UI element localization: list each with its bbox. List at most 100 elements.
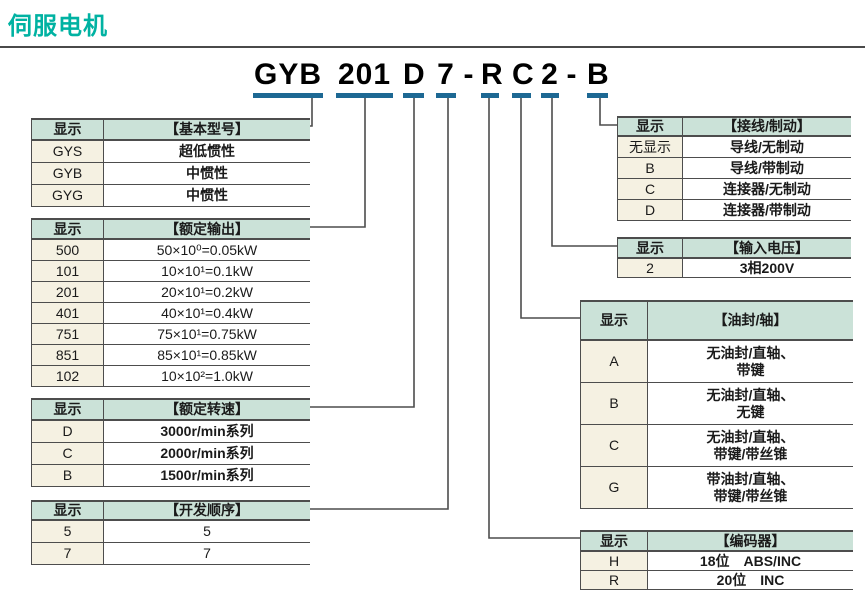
code-cell: GYB bbox=[31, 163, 104, 184]
table-display-header: 显示 bbox=[31, 220, 104, 238]
table-input-voltage: 显示【输入电压】2 3相200V bbox=[617, 237, 851, 278]
table-title: 【输入电压】 bbox=[725, 239, 809, 256]
model-segment-text: 2 bbox=[541, 58, 559, 91]
table-row: GYB 中惯性 bbox=[31, 163, 310, 185]
model-segment-text: 7 bbox=[437, 58, 455, 91]
table-row: 102 10×10²=1.0kW bbox=[31, 366, 310, 387]
segment-underline bbox=[436, 93, 456, 98]
table-display-header: 显示 bbox=[580, 532, 648, 550]
description-cell: 7 bbox=[203, 545, 211, 562]
model-segment-hyphen: - bbox=[565, 60, 579, 98]
code-cell: 500 bbox=[31, 240, 104, 260]
page-title: 伺服电机 bbox=[8, 13, 108, 40]
connector-line-devseq bbox=[310, 98, 449, 510]
model-segment-text: C bbox=[512, 58, 535, 91]
segment-underline bbox=[587, 93, 608, 98]
model-segment-text: D bbox=[403, 58, 426, 91]
description-cell: 50×10⁰=0.05kW bbox=[156, 241, 258, 258]
table-row: R 20位 INC bbox=[580, 571, 853, 590]
code-cell: 7 bbox=[31, 543, 104, 564]
connector-line-voltage bbox=[551, 98, 618, 247]
connector-line-wiring bbox=[599, 98, 618, 126]
description-cell: 10×10²=1.0kW bbox=[161, 367, 253, 384]
table-display-header: 显示 bbox=[617, 118, 683, 135]
model-segment-text: - bbox=[566, 58, 578, 91]
model-segment-text: B bbox=[587, 58, 610, 91]
code-cell: 101 bbox=[31, 261, 104, 281]
table-row: 401 40×10¹=0.4kW bbox=[31, 303, 310, 324]
model-segment-wiring: B bbox=[587, 58, 610, 98]
connector-line-output bbox=[310, 98, 366, 228]
code-cell: R bbox=[580, 571, 648, 589]
code-cell: B bbox=[617, 158, 683, 178]
description-cell: 40×10¹=0.4kW bbox=[161, 304, 253, 321]
description-cell: 18位 ABS/INC bbox=[699, 552, 802, 569]
table-row: B 导线/带制动 bbox=[617, 158, 851, 179]
description-cell: 3相200V bbox=[739, 259, 795, 276]
code-cell: D bbox=[617, 200, 683, 220]
description-cell: 带油封/直轴、 带键/带丝锥 bbox=[706, 470, 795, 504]
description-cell: 超低惯性 bbox=[179, 143, 235, 160]
table-header-row: 显示【接线/制动】 bbox=[617, 118, 851, 137]
description-cell: 中惯性 bbox=[186, 187, 228, 204]
description-cell: 3000r/min系列 bbox=[160, 423, 254, 440]
description-cell: 中惯性 bbox=[186, 165, 228, 182]
code-cell: 851 bbox=[31, 345, 104, 365]
table-title: 【编码器】 bbox=[715, 532, 786, 549]
model-segment-devseq: 7 bbox=[436, 60, 456, 98]
table-header-row: 显示【输入电压】 bbox=[617, 239, 851, 259]
description-cell: 无油封/直轴、 无键 bbox=[706, 386, 795, 420]
description-cell: 5 bbox=[203, 523, 211, 540]
model-segment-output: 201 bbox=[336, 60, 393, 98]
code-cell: C bbox=[31, 443, 104, 464]
table-row: B 无油封/直轴、 无键 bbox=[580, 383, 853, 425]
table-row: 500 50×10⁰=0.05kW bbox=[31, 240, 310, 261]
code-cell: 102 bbox=[31, 366, 104, 386]
table-header-row: 显示【开发顺序】 bbox=[31, 502, 310, 521]
table-header-row: 显示 【额定输出】 bbox=[31, 220, 310, 240]
code-cell: C bbox=[617, 179, 683, 199]
table-row: D 连接器/带制动 bbox=[617, 200, 851, 221]
description-cell: 75×10¹=0.75kW bbox=[157, 325, 257, 342]
table-title: 【额定输出】 bbox=[165, 220, 249, 237]
connector-line-oilseal bbox=[520, 98, 581, 319]
description-cell: 连接器/带制动 bbox=[723, 201, 811, 218]
segment-underline bbox=[403, 93, 424, 98]
table-title: 【油封/轴】 bbox=[713, 312, 788, 328]
segment-underline bbox=[336, 93, 393, 98]
description-cell: 20位 INC bbox=[716, 571, 785, 588]
description-cell: 导线/带制动 bbox=[730, 159, 804, 176]
code-cell: 2 bbox=[617, 259, 683, 277]
code-cell: B bbox=[31, 465, 104, 486]
model-segment-encoder: R bbox=[481, 58, 504, 98]
description-cell: 无油封/直轴、 带键 bbox=[706, 344, 795, 378]
model-segment-text: R bbox=[481, 58, 504, 91]
code-cell: B bbox=[580, 383, 648, 424]
model-segment-speed: D bbox=[403, 58, 426, 98]
code-cell: 5 bbox=[31, 521, 104, 542]
table-header-row: 显示【油封/轴】 bbox=[580, 302, 853, 341]
connector-line-encoder bbox=[488, 98, 581, 539]
model-segment-series: GYB bbox=[253, 60, 323, 98]
table-title: 【额定转速】 bbox=[165, 401, 249, 418]
code-cell: 401 bbox=[31, 303, 104, 323]
description-cell: 连接器/无制动 bbox=[723, 180, 811, 197]
table-header-row: 显示 【编码器】 bbox=[580, 532, 853, 552]
